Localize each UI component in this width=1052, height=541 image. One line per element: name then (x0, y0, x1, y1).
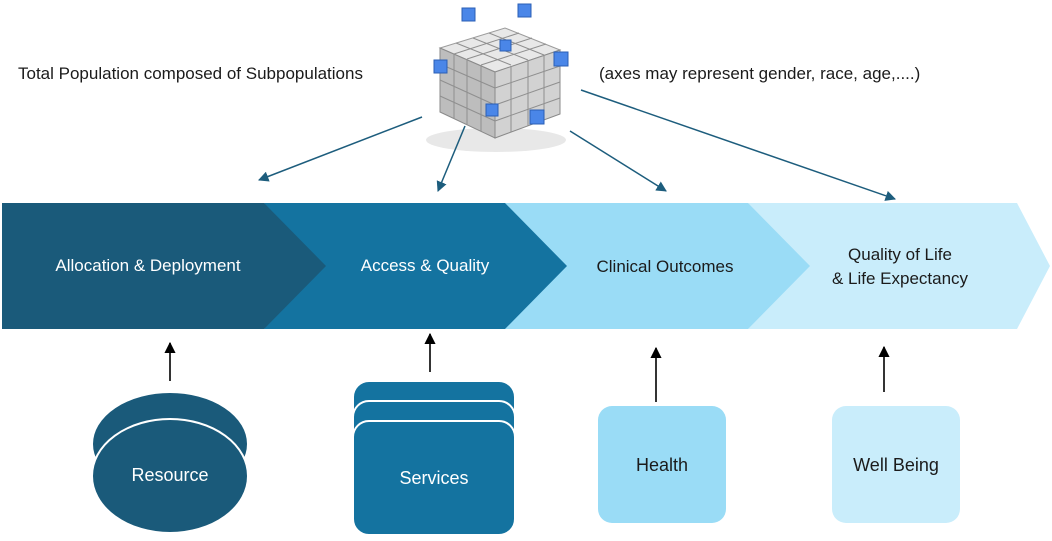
well-being-shape (832, 406, 960, 523)
arrow-to-clinical (569, 130, 667, 192)
health-shape (598, 406, 726, 523)
axes-caption: (axes may represent gender, race, age,..… (599, 64, 921, 83)
stage-quality-of-life (748, 203, 1050, 329)
arrow-to-access (436, 125, 466, 192)
stage-clinical-outcomes (505, 203, 810, 329)
input-label-services: Services (399, 468, 469, 488)
resource-shape (91, 391, 249, 534)
population-caption: Total Population composed of Subpopulati… (18, 64, 363, 83)
stage-access-quality (264, 203, 567, 329)
services-shape (352, 380, 516, 536)
arrow-to-allocation (258, 116, 423, 182)
input-label-resource: Resource (131, 465, 209, 485)
subpopulation-cube-icon (426, 3, 569, 152)
stage-label-access: Access & Quality (360, 256, 490, 275)
stage-label-clinical: Clinical Outcomes (596, 257, 734, 276)
input-label-health: Health (635, 455, 689, 475)
stage-label-allocation: Allocation & Deployment (55, 256, 241, 275)
stage-label-quality-of-life: Quality of Life & Life Expectancy (831, 245, 969, 288)
stage-allocation-deployment (2, 203, 326, 329)
arrow-to-quality-of-life (580, 89, 896, 201)
input-label-well-being: Well Being (853, 455, 939, 475)
